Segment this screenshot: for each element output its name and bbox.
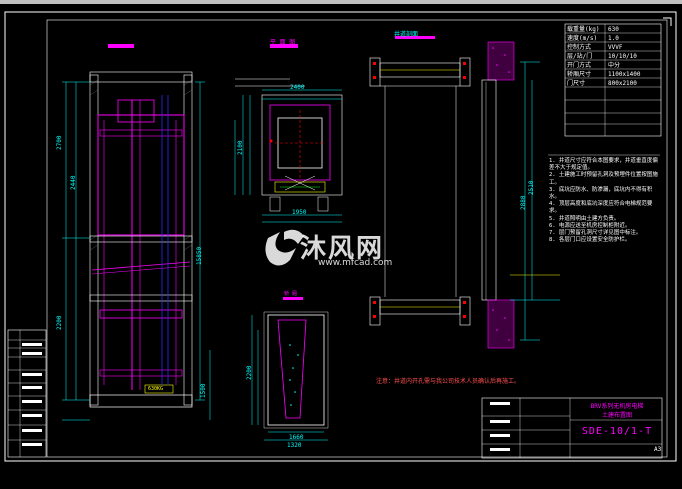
watermark — [265, 229, 304, 266]
left-title-block — [7, 329, 47, 458]
corner-mark — [663, 17, 672, 26]
sheet-border-inner — [46, 19, 668, 458]
car-door-elevation-view — [251, 297, 329, 441]
section-title-bar — [108, 44, 134, 48]
spec-table — [564, 23, 662, 137]
door-jamb-section-view — [481, 41, 560, 349]
window-top-strip — [0, 0, 682, 4]
sheet-border-outer — [4, 11, 677, 462]
hoistway-section-view — [62, 44, 211, 421]
hoistway-plan-view — [234, 44, 343, 223]
bottom-title-block — [481, 397, 663, 459]
guide-rail-plan-view — [369, 36, 471, 326]
